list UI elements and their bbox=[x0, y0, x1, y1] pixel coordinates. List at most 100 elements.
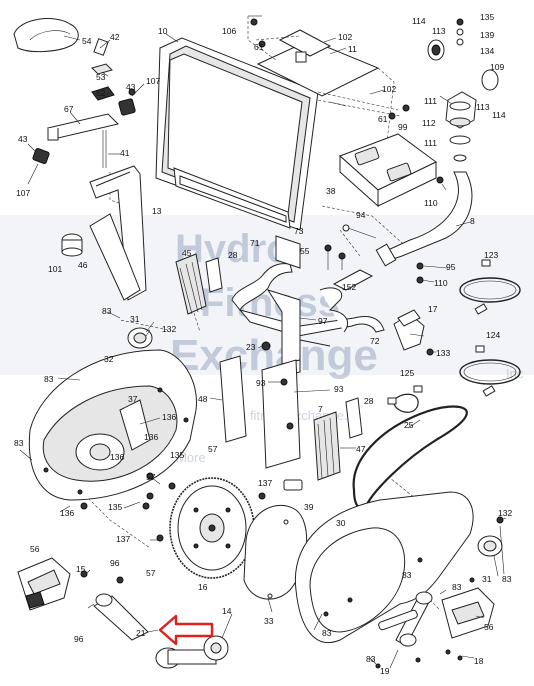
callout-38: 38 bbox=[326, 186, 336, 196]
callout-7: 7 bbox=[318, 404, 323, 414]
knob-23 bbox=[261, 341, 271, 351]
callout-46: 46 bbox=[78, 260, 88, 270]
callout-73: 73 bbox=[294, 226, 304, 236]
callout-32: 32 bbox=[104, 354, 114, 364]
fasteners-95-110 bbox=[375, 176, 444, 284]
callout-57: 57 bbox=[208, 444, 218, 454]
handlebar bbox=[231, 263, 385, 377]
callout-31: 31 bbox=[130, 314, 140, 324]
callout-135: 135 bbox=[108, 502, 122, 512]
seat-clamp-parts bbox=[32, 38, 136, 168]
callout-21: 21 bbox=[136, 628, 146, 638]
callout-113: 113 bbox=[476, 102, 490, 112]
callout-labels: 54 42 53 43 52 107 67 43 41 107 10 106 6… bbox=[14, 12, 512, 676]
right-shroud-30 bbox=[294, 491, 474, 643]
callout-57: 57 bbox=[146, 568, 156, 578]
callout-28: 28 bbox=[364, 396, 374, 406]
callout-137: 137 bbox=[258, 478, 272, 488]
callout-52: 52 bbox=[96, 88, 106, 98]
callout-113: 113 bbox=[432, 26, 446, 36]
callout-41: 41 bbox=[120, 148, 130, 158]
callout-134: 134 bbox=[480, 46, 494, 56]
seat-54 bbox=[13, 18, 79, 53]
callout-109: 109 bbox=[490, 62, 504, 72]
callout-93: 93 bbox=[334, 384, 344, 394]
callout-25: 25 bbox=[404, 420, 414, 430]
bracket-38 bbox=[339, 133, 437, 208]
callout-139: 139 bbox=[480, 30, 494, 40]
callout-107: 107 bbox=[16, 188, 30, 198]
callout-15: 15 bbox=[76, 564, 86, 574]
callout-97: 97 bbox=[318, 316, 328, 326]
callout-136: 136 bbox=[60, 508, 74, 518]
callout-16: 16 bbox=[198, 582, 208, 592]
callout-17: 17 bbox=[428, 304, 438, 314]
callout-54: 54 bbox=[82, 36, 92, 46]
bolt-94 bbox=[342, 224, 377, 239]
pulley-31-top bbox=[127, 327, 153, 349]
callout-106: 106 bbox=[222, 26, 236, 36]
callout-45: 45 bbox=[182, 248, 192, 258]
callout-67: 67 bbox=[64, 104, 74, 114]
callout-83: 83 bbox=[502, 574, 512, 584]
callout-111: 111 bbox=[424, 96, 437, 106]
red-arrow-indicator bbox=[158, 614, 214, 646]
callout-83: 83 bbox=[452, 582, 462, 592]
callout-83: 83 bbox=[402, 570, 412, 580]
callout-135: 135 bbox=[480, 12, 494, 22]
pedal-56-right bbox=[441, 587, 495, 639]
callout-83: 83 bbox=[322, 628, 332, 638]
callout-61: 61 bbox=[254, 42, 264, 52]
part-37 bbox=[119, 399, 151, 451]
callout-135: 135 bbox=[170, 450, 184, 460]
callout-137: 137 bbox=[116, 534, 130, 544]
covers-48 bbox=[219, 355, 301, 469]
callout-18: 18 bbox=[474, 656, 484, 666]
cover-47 bbox=[313, 411, 341, 481]
callout-8: 8 bbox=[470, 216, 475, 226]
callout-30: 30 bbox=[336, 518, 346, 528]
callout-95: 95 bbox=[446, 262, 456, 272]
callout-13: 13 bbox=[152, 206, 162, 216]
knob-101 bbox=[61, 233, 83, 257]
callout-125: 125 bbox=[400, 368, 414, 378]
callout-152: 152 bbox=[342, 282, 356, 292]
callout-83: 83 bbox=[14, 438, 24, 448]
callout-33: 33 bbox=[264, 616, 274, 626]
bolts-55 bbox=[324, 244, 346, 270]
callout-48: 48 bbox=[198, 394, 208, 404]
part-152 bbox=[332, 269, 374, 291]
fasteners bbox=[80, 15, 504, 669]
callout-96: 96 bbox=[110, 558, 120, 568]
left-shroud-32 bbox=[28, 349, 198, 501]
cable-123 bbox=[459, 259, 521, 315]
callout-43: 43 bbox=[18, 134, 28, 144]
seat-post-13 bbox=[89, 165, 147, 301]
callout-107: 107 bbox=[146, 76, 160, 86]
callout-43: 43 bbox=[126, 82, 136, 92]
callout-71: 71 bbox=[250, 238, 260, 248]
callout-39: 39 bbox=[304, 502, 314, 512]
callout-102: 102 bbox=[338, 32, 352, 42]
callout-23: 23 bbox=[246, 342, 256, 352]
callout-123: 123 bbox=[484, 250, 498, 260]
callout-114: 114 bbox=[412, 16, 426, 26]
callout-96: 96 bbox=[74, 634, 84, 644]
callout-133: 133 bbox=[436, 348, 450, 358]
callout-11: 11 bbox=[348, 44, 357, 54]
callout-136: 136 bbox=[144, 432, 158, 442]
cover-45 bbox=[175, 253, 207, 315]
cable-124 bbox=[459, 345, 521, 397]
cover-46 bbox=[89, 213, 141, 301]
callout-56: 56 bbox=[484, 622, 494, 632]
callout-83: 83 bbox=[102, 306, 112, 316]
callout-19: 19 bbox=[380, 666, 390, 676]
callout-56: 56 bbox=[30, 544, 40, 554]
callout-31: 31 bbox=[482, 574, 492, 584]
callout-14: 14 bbox=[222, 606, 232, 616]
callout-93: 93 bbox=[256, 378, 266, 388]
callout-136: 136 bbox=[162, 412, 176, 422]
callout-61: 61 bbox=[378, 114, 388, 124]
callout-110: 110 bbox=[424, 198, 438, 208]
